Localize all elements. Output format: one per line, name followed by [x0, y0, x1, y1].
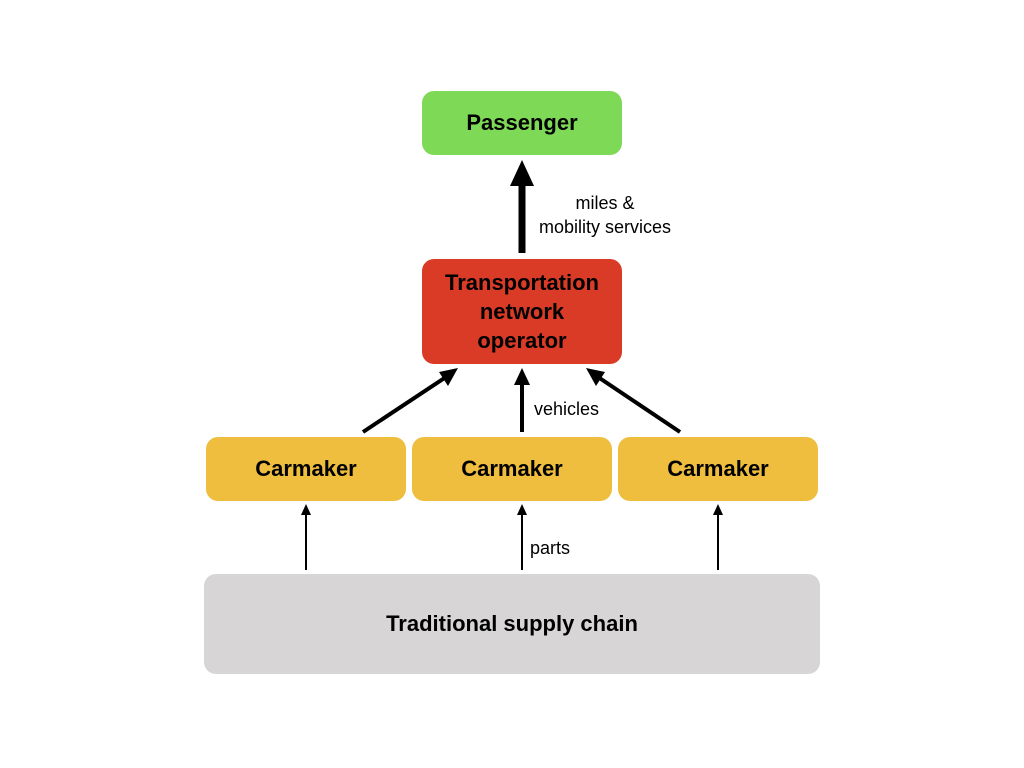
passenger-node: Passenger — [422, 91, 622, 155]
carmaker-label-2: Carmaker — [461, 456, 563, 481]
operator-label-line-1: Transportation — [444, 270, 599, 295]
supply-chain-label: Traditional supply chain — [386, 611, 638, 636]
arrow-supply-to-carmaker-1 — [301, 504, 311, 570]
parts-label: parts — [530, 538, 571, 558]
passenger-label: Passenger — [466, 110, 578, 135]
operator-label-line-2: network — [479, 299, 565, 324]
operator-label: Transportation network operator — [445, 268, 599, 355]
supply-chain-node: Traditional supply chain — [204, 574, 820, 674]
arrow-operator-to-passenger — [510, 160, 534, 253]
arrow-supply-to-carmaker-2 — [517, 504, 527, 570]
carmaker-node-1: Carmaker — [206, 437, 406, 501]
carmaker-node-2: Carmaker — [412, 437, 612, 501]
arrow-carmaker-2-to-operator — [514, 368, 530, 432]
operator-node: Transportation network operator — [422, 259, 622, 364]
arrow-supply-to-carmaker-3 — [713, 504, 723, 570]
miles-services-label-line-2: mobility services — [538, 217, 672, 237]
operator-label-line-3: operator — [477, 328, 567, 353]
arrow-carmaker-1-to-operator — [361, 368, 458, 434]
vehicles-label: vehicles — [534, 399, 600, 419]
miles-services-label-line-1: miles & — [575, 193, 635, 213]
carmaker-label-1: Carmaker — [255, 456, 357, 481]
arrow-carmaker-3-to-operator — [586, 368, 682, 434]
carmaker-node-3: Carmaker — [618, 437, 818, 501]
carmaker-label-3: Carmaker — [667, 456, 769, 481]
miles-services-label: miles & mobility services — [530, 191, 680, 239]
